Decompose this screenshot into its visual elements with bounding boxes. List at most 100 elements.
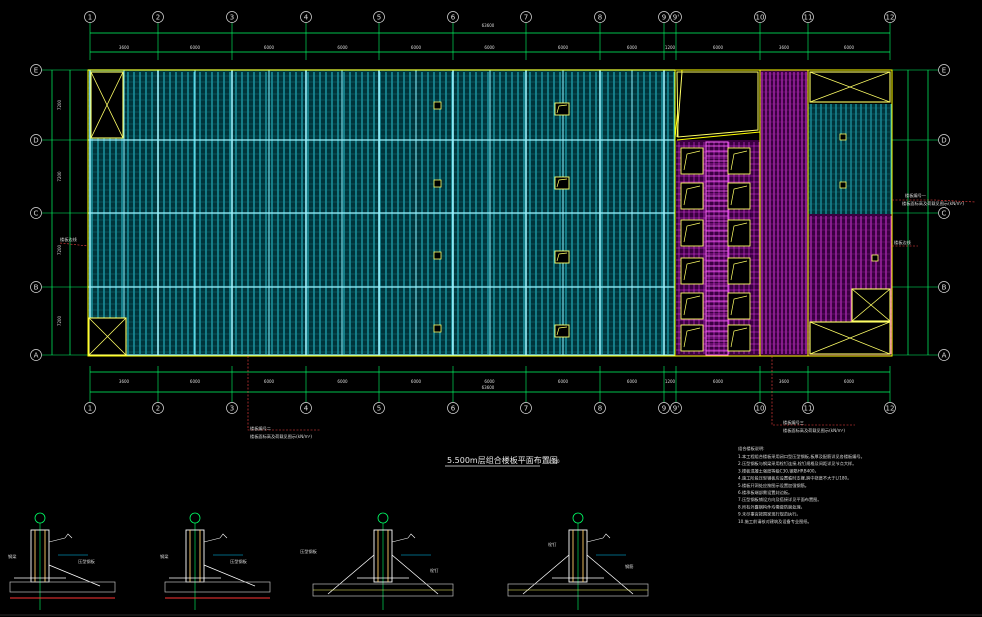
note-line: 5.楼板开洞处应按图示设置加强钢筋。	[738, 482, 809, 489]
stair-openings	[680, 147, 751, 352]
axis-bubble-right	[938, 207, 950, 219]
detail-sections: 钢梁钢梁压型钢板栓钉压型钢板压型钢板栓钉钢筋	[8, 512, 649, 610]
left-dimension	[51, 70, 71, 355]
axis-label-bottom: 5	[377, 405, 381, 413]
deck-ribs-right	[808, 104, 892, 214]
axis-bubble-left	[30, 134, 42, 146]
bottom-dimension-segment: 6000	[411, 379, 422, 384]
top-dimension-segment: 6000	[264, 45, 275, 50]
axis-bubble-bottom	[754, 402, 766, 414]
leader-lines	[59, 199, 976, 431]
axis-label-bottom: 1	[88, 405, 92, 413]
brace	[203, 564, 256, 587]
opening-bottom-right-diag	[809, 321, 891, 355]
small-opening	[839, 181, 847, 189]
leader-right-edge: 楼板边线	[894, 239, 912, 246]
brace	[586, 554, 634, 595]
top-dimension-segment: 6000	[558, 45, 569, 50]
drawing-scale: 1:100	[548, 459, 560, 464]
detail-label: 栓钉	[430, 567, 439, 574]
bottom-dimension-segment: 6000	[337, 379, 348, 384]
weld-flag	[407, 533, 416, 539]
note-line: 10.施工前请核对建筑及设备专业图纸。	[738, 518, 812, 525]
opening-medium-mark	[556, 178, 568, 188]
axis-label-top: 1	[88, 14, 92, 22]
axis-label-right: A	[942, 352, 947, 360]
axis-bubble-right	[938, 349, 950, 361]
weld-flag	[64, 533, 73, 539]
stair-opening-mark	[730, 185, 748, 206]
small-opening	[433, 101, 442, 110]
deck-area-right	[808, 104, 892, 214]
axis-bubble-top	[152, 11, 164, 23]
note-line: 2.压型钢板与钢梁采用栓钉连接,栓钉规格及间距详见节点大样。	[738, 460, 856, 467]
axis-label-bottom: 9	[662, 405, 666, 413]
stair-opening-mark	[683, 150, 701, 171]
leader-right-bottom-line1: 楼板编号三	[783, 419, 804, 426]
axis-bubble-left	[30, 64, 42, 76]
top-dimension-segment: 6000	[627, 45, 638, 50]
leader-right-bottom-line2: 楼板面标高及荷载见图示(kN/m²)	[783, 427, 845, 434]
axis-bubble-top	[520, 11, 532, 23]
opening-bottom-left-diag	[88, 317, 127, 356]
axis-bubble-top	[300, 11, 312, 23]
top-dimension	[90, 32, 890, 53]
weld-leader	[203, 537, 221, 543]
axis-bubble-top	[754, 11, 766, 23]
axis-label-top: 3	[230, 14, 234, 22]
stair-opening-mark	[730, 260, 748, 281]
beam-section	[9, 581, 116, 593]
top-dimension-segment: 6000	[844, 45, 855, 50]
top-dimension-segment: 6000	[411, 45, 422, 50]
note-line: 7.压型钢板铺设方向及搭接详见平面布置图。	[738, 496, 822, 503]
leader-right-mid-line2: 楼板面标高及荷载见图示(kN/m²)	[902, 200, 964, 207]
left-dimension-segment: 7200	[57, 171, 62, 182]
axis-bubble-top	[658, 11, 670, 23]
brace	[391, 554, 439, 595]
axis-label-top: 5	[377, 14, 381, 22]
opening-medium-mark	[556, 104, 568, 114]
axis-bubble-bottom	[658, 402, 670, 414]
axis-bubble-top	[594, 11, 606, 23]
axis-label-top: 8	[598, 14, 602, 22]
bottom-dimension-segment: 6000	[844, 379, 855, 384]
column-section	[568, 529, 588, 583]
leader-left-mid: 楼板边线	[60, 236, 78, 243]
opening-medium	[554, 176, 570, 190]
bottom-dimension-segment: 6000	[558, 379, 569, 384]
small-opening	[433, 179, 442, 188]
opening-right-diag	[851, 288, 891, 322]
axis-bubble-bottom	[670, 402, 682, 414]
axis-label-right: D	[941, 137, 946, 145]
magenta-bg	[760, 70, 808, 356]
axis-bubble-top	[226, 11, 238, 23]
axis-label-top: 12	[886, 14, 895, 22]
axis-label-bottom: 9'	[673, 405, 679, 413]
steel-beams-cyan	[88, 69, 675, 356]
bottom-dimension-segment: 6000	[713, 379, 724, 384]
drawing-title: 5.500m层组合楼板平面布置图	[447, 455, 558, 465]
detail-section	[312, 512, 454, 610]
axis-bubble-bottom	[594, 402, 606, 414]
top-dimension-segment: 6000	[713, 45, 724, 50]
axis-label-left: D	[33, 137, 38, 145]
axis-label-bottom: 7	[524, 405, 528, 413]
axis-bubble-bottom	[520, 402, 532, 414]
weld-flag	[219, 533, 228, 539]
note-line: 1.本工程组合楼板采用闭口型压型钢板,板厚及配筋详见各楼板编号。	[738, 453, 865, 460]
note-line: 4.施工阶段压型钢板应设置临时支撑,跨中挠度不大于L/180。	[738, 475, 851, 482]
small-openings	[433, 101, 879, 338]
detail-label: 压型钢板	[300, 548, 318, 555]
leader-right-mid-line1: 楼板编号一	[905, 192, 926, 199]
stair-opening	[727, 147, 751, 175]
axis-label-top: 10	[756, 14, 765, 22]
note-line: 9.未尽事宜按国家现行规范执行。	[738, 511, 801, 518]
top-dimension-segment: 6000	[484, 45, 495, 50]
top-dimension-segment: 3600	[119, 45, 130, 50]
axis-label-top: 9'	[673, 14, 679, 22]
axis-label-bottom: 2	[156, 405, 160, 413]
